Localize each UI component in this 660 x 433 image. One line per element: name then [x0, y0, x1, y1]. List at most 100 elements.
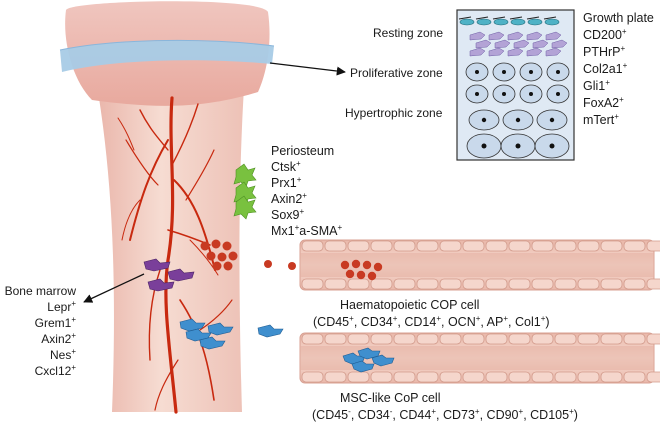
- msc-marker-sup: +: [431, 407, 436, 416]
- resting-zone-label: Resting zone: [373, 26, 444, 40]
- endothelial-cell: [623, 333, 646, 345]
- msc-marker-text: CD44: [399, 408, 432, 422]
- resting-cell-mark: [526, 16, 540, 20]
- resting-stem-cell: [532, 39, 549, 49]
- endothelial-cell: [646, 240, 660, 252]
- nucleus: [529, 92, 533, 96]
- msc-cells-bone: [179, 318, 284, 350]
- endothelial-cell: [370, 333, 393, 345]
- endothelial-cell: [393, 371, 416, 383]
- marrow-cells: [143, 258, 195, 292]
- nucleus: [529, 70, 533, 74]
- endothelial-cell: [347, 371, 370, 383]
- periosteum-line: Mx1+a-SMA+: [271, 223, 342, 239]
- msc-markers: (CD45-, CD34-, CD44+, CD73+, CD90+, CD10…: [312, 407, 578, 423]
- bone-marrow-line: Nes+: [0, 347, 76, 363]
- endothelial-cell: [439, 240, 462, 252]
- endothelial-cell: [531, 333, 554, 345]
- proliferative-zone-label: Proliferative zone: [350, 66, 443, 80]
- growth-plate-inset: [456, 9, 575, 161]
- hypertrophic-zone-label: Hypertrophic zone: [345, 106, 443, 120]
- endothelial-cell: [324, 278, 347, 290]
- periosteum-marker-sup: +: [296, 175, 302, 184]
- growth-plate-marker-sup: +: [622, 61, 628, 70]
- endothelial-cell: [554, 333, 577, 345]
- msc-title: MSC-like CoP cell: [340, 391, 441, 405]
- endothelial-cell: [577, 278, 600, 290]
- resting-stem-cell: [475, 39, 492, 49]
- endothelial-cell: [577, 240, 600, 252]
- hypertrophic-cells: [466, 109, 570, 159]
- resting-stem-cell: [545, 47, 562, 57]
- growth-plate-marker-text: Growth plate: [583, 11, 654, 25]
- endothelial-cell: [577, 371, 600, 383]
- msc-marker-sup: +: [569, 407, 574, 416]
- growth-plate-marker-text: PTHrP: [583, 45, 621, 59]
- periosteum-part-text: a-SMA: [299, 224, 338, 238]
- endothelial-cell: [646, 371, 660, 383]
- bone-marrow-marker-text: Bone marrow: [4, 284, 76, 298]
- periosteum-line: Prx1+: [271, 175, 342, 191]
- bone-rbc-cluster: [200, 239, 296, 271]
- periosteum-marker-text: Axin2: [271, 192, 303, 206]
- nucleus: [556, 70, 560, 74]
- bone-marrow-marker-sup: +: [71, 363, 76, 372]
- periosteum-line: Ctsk+: [271, 159, 342, 175]
- bone-marrow-marker-text: Lepr: [47, 300, 72, 314]
- bone-marrow-marker-text: Cxcl12: [34, 364, 72, 378]
- resting-stem-cell: [507, 31, 524, 41]
- nucleus: [556, 92, 560, 96]
- growth-plate-marker-sup: +: [621, 27, 627, 36]
- endothelial-cell: [600, 240, 623, 252]
- msc-marker-text: CD45: [316, 408, 349, 422]
- growth-plate-marker-text: Col2a1: [583, 62, 623, 76]
- nucleus: [549, 117, 555, 123]
- endothelial-cell: [485, 240, 508, 252]
- vessel-endothelium-lower: [301, 333, 660, 383]
- resting-chondrocyte: [493, 18, 509, 26]
- endothelial-cell: [646, 278, 660, 290]
- endothelial-cell: [439, 333, 462, 345]
- msc-marker-text: CD90: [486, 408, 519, 422]
- resting-stem-cell: [488, 31, 505, 41]
- blood-vessel-lower: [299, 332, 660, 384]
- haematopoietic-marker-sup: +: [540, 314, 546, 323]
- periosteum-part-sup: +: [294, 223, 300, 232]
- growth-plate-pointer: [269, 62, 346, 76]
- endothelial-cell: [623, 371, 646, 383]
- bone-marrow-line: Grem1+: [0, 315, 76, 331]
- endothelial-cell: [370, 278, 393, 290]
- haematopoietic-marker-sup: +: [436, 314, 441, 323]
- growth-plate-band: [60, 40, 274, 72]
- periosteum-line: Axin2+: [271, 191, 342, 207]
- growth-plate-line: Col2a1+: [583, 61, 654, 78]
- nucleus: [475, 70, 479, 74]
- haematopoietic-marker-text: AP: [486, 315, 504, 329]
- endothelial-cell: [508, 371, 531, 383]
- bone-marrow-line: Bone marrow: [0, 283, 76, 299]
- nucleus: [475, 92, 479, 96]
- periosteum-marker-text: Sox9: [271, 208, 300, 222]
- resting-cell-mark: [543, 16, 557, 20]
- bone-marrow-marker-sup: +: [71, 315, 76, 324]
- growth-plate-marker-sup: +: [620, 44, 626, 53]
- growth-plate-line: mTert+: [583, 112, 654, 129]
- endothelial-cell: [508, 278, 531, 290]
- msc-marker-text: CD73: [442, 408, 475, 422]
- endothelial-cell: [462, 333, 485, 345]
- growth-plate-marker-text: CD200: [583, 28, 622, 42]
- vessel-rbc-cluster: [340, 259, 383, 281]
- endothelial-cell: [416, 371, 439, 383]
- growth-plate-marker-sup: +: [619, 95, 624, 104]
- nucleus: [515, 117, 521, 123]
- endothelial-cell: [393, 240, 416, 252]
- msc-marker-sup: +: [518, 407, 524, 416]
- endothelial-cell: [508, 333, 531, 345]
- endothelial-cell: [600, 333, 623, 345]
- periosteum-line: Sox9+: [271, 207, 342, 223]
- bone-marrow-marker-sup: +: [71, 331, 76, 340]
- bone-marrow-pointer: [83, 273, 145, 303]
- resting-stem-cell: [526, 47, 543, 57]
- growth-plate-marker-text: Gli1: [583, 79, 606, 93]
